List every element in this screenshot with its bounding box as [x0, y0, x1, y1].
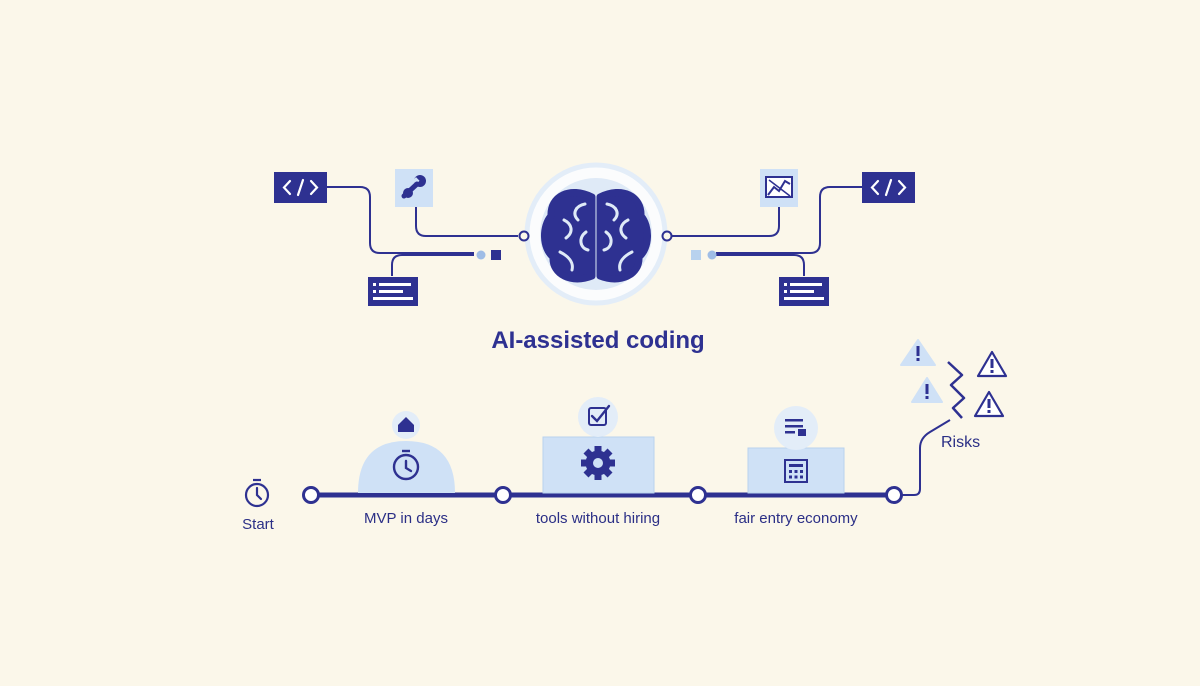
- risks-label: Risks: [941, 434, 981, 451]
- step-label-mvp: MVP in days: [364, 510, 448, 527]
- wrench-icon: [395, 169, 433, 207]
- warning-icon: [976, 350, 1008, 378]
- timeline-node: [494, 486, 512, 504]
- stopwatch-icon: [392, 449, 420, 481]
- connector-square: [691, 250, 701, 260]
- home-icon: [392, 411, 420, 439]
- document-icon: [774, 406, 818, 450]
- checkbox-icon: [578, 397, 618, 437]
- step-label-tools: tools without hiring: [535, 510, 661, 527]
- risk-cluster: [900, 339, 1008, 419]
- warning-icon: [973, 390, 1005, 418]
- chart-icon: [760, 169, 798, 207]
- text-lines-icon: [779, 277, 829, 306]
- connector-dot: [661, 230, 673, 242]
- connector-dot: [707, 250, 717, 260]
- calculator-icon: [784, 459, 808, 483]
- start-stopwatch-icon: [244, 478, 270, 508]
- timeline-node: [689, 486, 707, 504]
- connector-dot: [518, 230, 530, 242]
- step-label-economy: fair entry economy: [734, 510, 858, 527]
- code-tag-icon: [862, 172, 915, 203]
- brain-hub: [524, 162, 668, 306]
- lightning-bolt-icon: [947, 361, 966, 419]
- text-lines-icon: [368, 277, 418, 306]
- brain-icon: [541, 189, 651, 283]
- code-tag-icon: [274, 172, 327, 203]
- diagram-title: AI-assisted coding: [491, 327, 705, 354]
- connector-square: [491, 250, 501, 260]
- connector-dot: [476, 250, 486, 260]
- timeline-node: [885, 486, 903, 504]
- timeline: [244, 397, 951, 508]
- left-connectors: [327, 186, 518, 276]
- gear-icon: [581, 446, 615, 480]
- warning-icon: [900, 339, 936, 366]
- timeline-node: [302, 486, 320, 504]
- risk-connector: [902, 419, 951, 496]
- right-connectors: [672, 186, 862, 276]
- warning-icon: [911, 377, 943, 403]
- timeline-start-label: Start: [242, 516, 274, 533]
